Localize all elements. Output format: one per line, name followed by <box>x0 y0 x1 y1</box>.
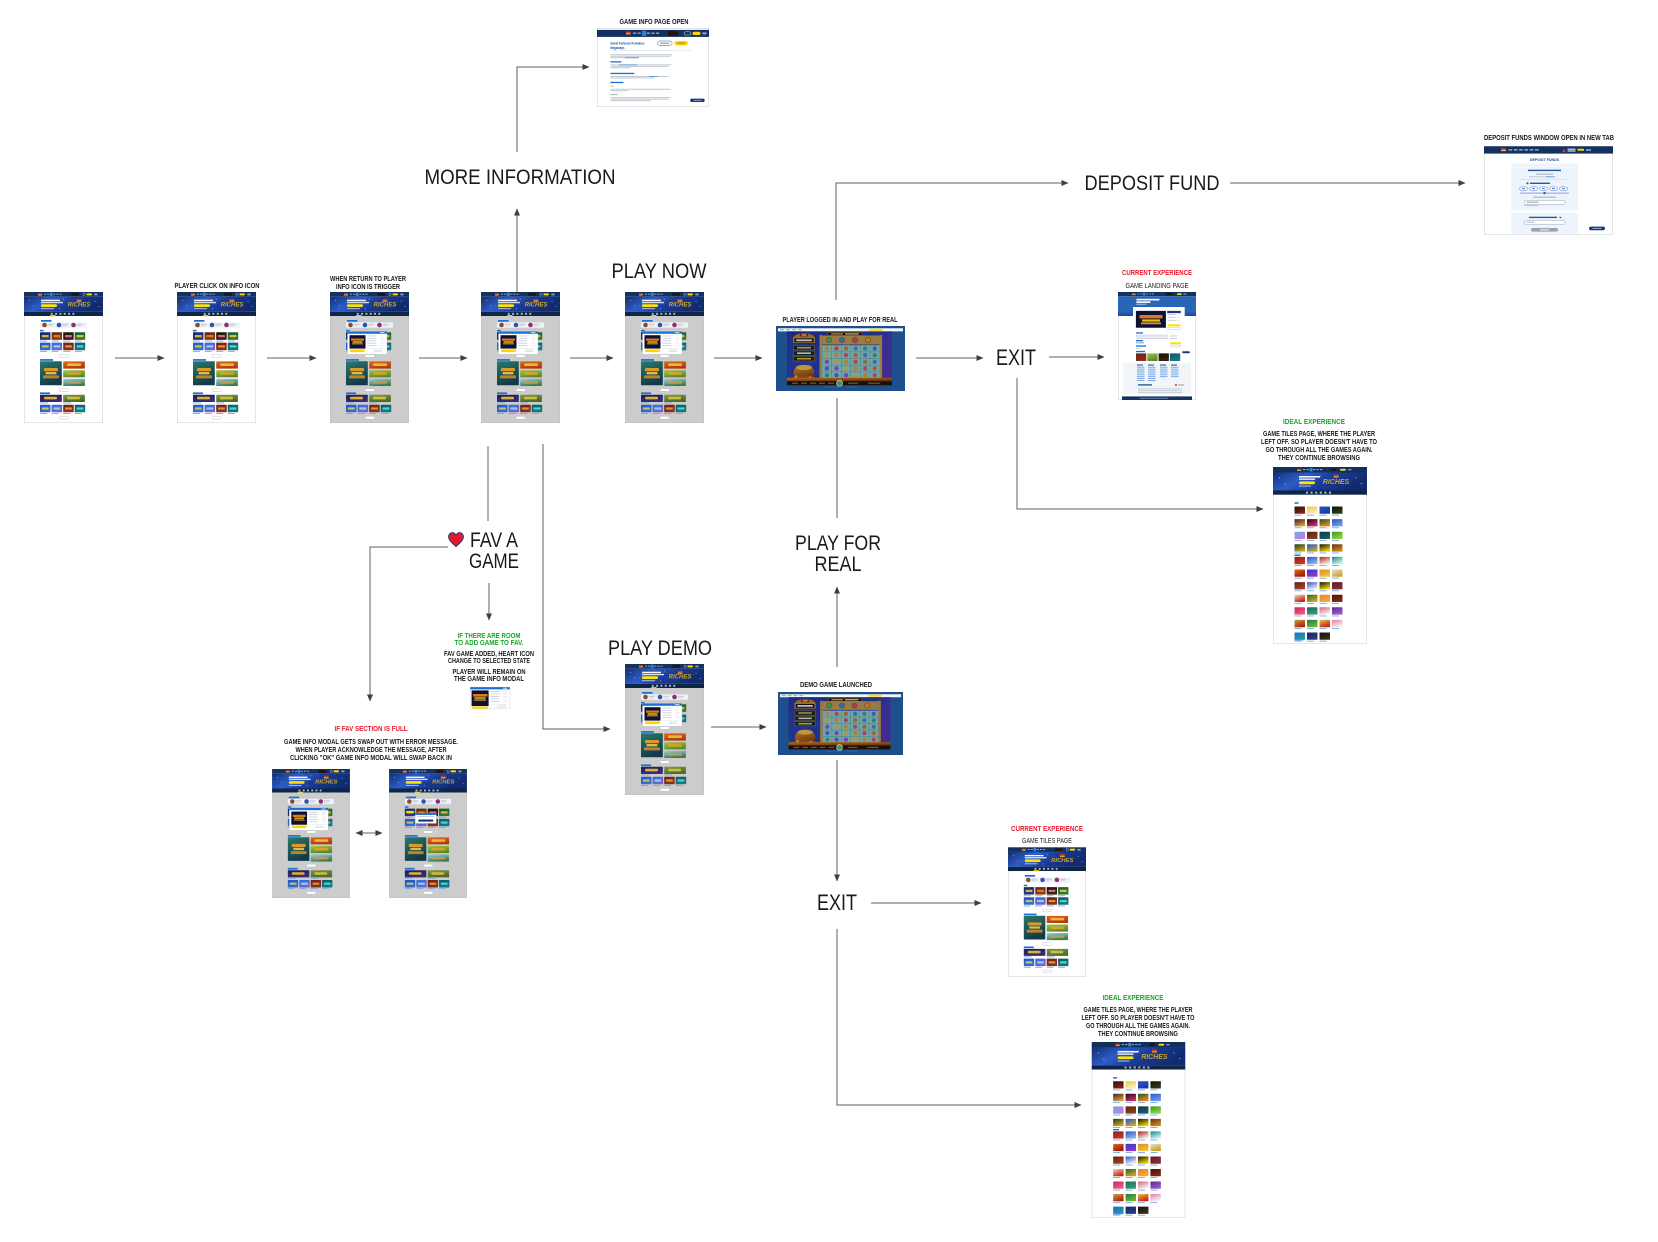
svg-text:PLAY NOW: PLAY NOW <box>612 260 707 283</box>
svg-text:THEY CONTINUE BROWSING: THEY CONTINUE BROWSING <box>1278 453 1360 462</box>
svg-text:FAV GAME ADDED, HEART ICON: FAV GAME ADDED, HEART ICON <box>444 649 534 658</box>
svg-text:WHEN RETURN TO PLAYER: WHEN RETURN TO PLAYER <box>330 274 407 283</box>
svg-text:PLAYER WILL REMAIN ON: PLAYER WILL REMAIN ON <box>453 667 526 676</box>
svg-text:EXIT: EXIT <box>817 890 857 915</box>
svg-text:CURRENT EXPERIENCE: CURRENT EXPERIENCE <box>1011 824 1083 833</box>
svg-text:CHANGE TO SELECTED STATE: CHANGE TO SELECTED STATE <box>448 656 530 665</box>
svg-text:DEMO GAME LAUNCHED: DEMO GAME LAUNCHED <box>800 680 872 689</box>
svg-text:EXIT: EXIT <box>996 345 1036 370</box>
svg-text:GAME INFO PAGE OPEN: GAME INFO PAGE OPEN <box>620 17 689 26</box>
svg-text:IDEAL EXPERIENCE: IDEAL EXPERIENCE <box>1283 417 1345 426</box>
svg-text:GO THROUGH ALL THE GAMES AGAIN: GO THROUGH ALL THE GAMES AGAIN. <box>1266 445 1373 454</box>
svg-text:GAME INFO MODAL GETS SWAP OUT: GAME INFO MODAL GETS SWAP OUT WITH ERROR… <box>284 737 458 746</box>
svg-text:GAME TILES PAGE, WHERE THE PLA: GAME TILES PAGE, WHERE THE PLAYER <box>1084 1005 1194 1014</box>
svg-text:INFO ICON IS TRIGGER: INFO ICON IS TRIGGER <box>336 282 401 291</box>
svg-text:CLICKING "OK" GAME INFO MODAL: CLICKING "OK" GAME INFO MODAL WILL SWAP … <box>290 753 452 762</box>
svg-text:WHEN PLAYER ACKNOWLEDGE THE ME: WHEN PLAYER ACKNOWLEDGE THE MESSAGE, AFT… <box>296 745 448 754</box>
svg-text:IF FAV SECTION IS FULL: IF FAV SECTION IS FULL <box>335 724 409 733</box>
svg-text:IF THERE ARE ROOM: IF THERE ARE ROOM <box>458 631 521 640</box>
svg-text:TO ADD GAME TO FAV.: TO ADD GAME TO FAV. <box>455 638 524 647</box>
svg-text:MORE INFORMATION: MORE INFORMATION <box>425 166 616 189</box>
svg-text:GAME: GAME <box>469 550 519 573</box>
svg-text:GAME LANDING PAGE: GAME LANDING PAGE <box>1126 281 1189 290</box>
svg-text:LEFT OFF. SO PLAYER DOESN'T HA: LEFT OFF. SO PLAYER DOESN'T HAVE TO <box>1261 437 1377 446</box>
svg-text:GAME TILES PAGE: GAME TILES PAGE <box>1022 836 1072 845</box>
svg-text:DEPOSIT FUNDS WINDOW OPEN IN N: DEPOSIT FUNDS WINDOW OPEN IN NEW TAB <box>1484 133 1614 142</box>
svg-text:THE GAME INFO MODAL: THE GAME INFO MODAL <box>454 674 524 683</box>
svg-text:THEY CONTINUE BROWSING: THEY CONTINUE BROWSING <box>1098 1029 1178 1038</box>
svg-text:GO THROUGH ALL THE GAMES AGAIN: GO THROUGH ALL THE GAMES AGAIN. <box>1086 1021 1190 1030</box>
svg-text:CURRENT EXPERIENCE: CURRENT EXPERIENCE <box>1122 268 1192 277</box>
svg-text:PLAYER LOGGED IN AND PLAY FOR: PLAYER LOGGED IN AND PLAY FOR REAL <box>783 315 898 324</box>
svg-text:PLAY FOR: PLAY FOR <box>795 532 881 555</box>
svg-text:LEFT OFF. SO PLAYER DOESN'T HA: LEFT OFF. SO PLAYER DOESN'T HAVE TO <box>1082 1013 1195 1022</box>
svg-text:PLAYER CLICK ON INFO ICON: PLAYER CLICK ON INFO ICON <box>175 281 260 290</box>
svg-text:FAV A: FAV A <box>470 529 518 552</box>
svg-text:GAME TILES PAGE, WHERE THE PLA: GAME TILES PAGE, WHERE THE PLAYER <box>1263 429 1376 438</box>
svg-text:DEPOSIT FUND: DEPOSIT FUND <box>1085 172 1220 195</box>
svg-text:REAL: REAL <box>815 553 862 576</box>
svg-text:IDEAL EXPERIENCE: IDEAL EXPERIENCE <box>1103 993 1164 1002</box>
svg-text:PLAY DEMO: PLAY DEMO <box>608 637 712 660</box>
